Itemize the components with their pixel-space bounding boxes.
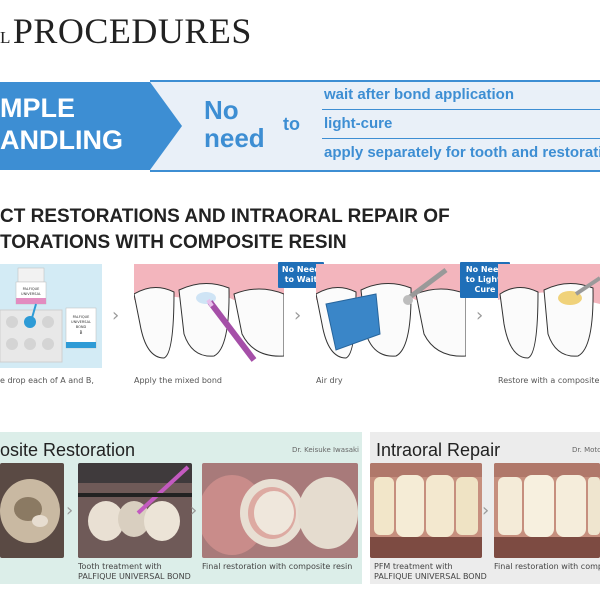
step-4-caption: Restore with a composite re (498, 376, 600, 385)
photo-tooth-treatment (78, 463, 192, 558)
chevron-right-icon: › (66, 500, 74, 521)
option-divider (322, 138, 600, 139)
step-4-illustration (498, 264, 600, 368)
intraoral-repair-title: Intraoral Repair (376, 440, 501, 460)
option-divider (322, 109, 600, 110)
section-title: CT RESTORATIONS AND INTRAORAL REPAIR OF T… (0, 204, 450, 256)
banner-bottom-rule (150, 170, 600, 172)
page-title-prefix: L (0, 28, 11, 47)
svg-text:UNIVERSAL: UNIVERSAL (71, 320, 91, 324)
banner-top-rule (150, 80, 600, 82)
step-1-illustration: PALFIQUE UNIVERSAL PALFIQUE UNIVERSAL BO… (0, 264, 102, 368)
option-wait: wait after bond application (324, 86, 515, 103)
no-need-line-2: need (204, 123, 265, 153)
step-1-caption: e drop each of A and B, (0, 376, 94, 385)
composite-restoration-title: osite Restoration (0, 440, 136, 460)
banner-label-line-2: ANDLING (0, 125, 123, 155)
to-text: to (283, 114, 300, 134)
page-title-text: PROCEDURES (12, 11, 252, 51)
no-need-line-1: No (204, 95, 239, 125)
page-title: LPROCEDURES (0, 10, 252, 52)
chevron-right-icon: › (190, 500, 198, 521)
composite-restoration-doctor: Dr. Keisuke Iwasaki (292, 446, 360, 454)
photo-pfm-treatment (370, 463, 482, 558)
intraoral-repair-doctor: Dr. Motoh (572, 446, 600, 454)
banner-options-background (150, 82, 600, 170)
chevron-right-icon: › (112, 305, 120, 326)
pfm-treatment-caption: PFM treatment with PALFIQUE UNIVERSAL BO… (374, 562, 487, 581)
photo-final-composite (202, 463, 358, 558)
step-3-illustration (316, 264, 466, 368)
option-light-cure: light-cure (324, 115, 393, 132)
photo-final-repair (494, 463, 600, 558)
svg-text:B: B (80, 330, 83, 335)
final-composite-caption: Final restoration with composite resin (202, 562, 353, 571)
step-2-illustration (134, 264, 284, 368)
chevron-right-icon: › (482, 500, 490, 521)
tooth-treatment-caption: Tooth treatment with PALFIQUE UNIVERSAL … (78, 562, 191, 581)
photo-cavity (0, 463, 64, 558)
banner-label-line-1: MPLE (0, 93, 76, 123)
step-2-caption: Apply the mixed bond (134, 376, 222, 385)
svg-text:BOND: BOND (76, 325, 87, 329)
svg-text:UNIVERSAL: UNIVERSAL (21, 292, 41, 296)
svg-text:PALFIQUE: PALFIQUE (23, 287, 40, 291)
section-title-line-1: CT RESTORATIONS AND INTRAORAL REPAIR OF (0, 206, 450, 227)
final-repair-caption: Final restoration with compo (494, 562, 600, 571)
step-3-caption: Air dry (316, 376, 343, 385)
chevron-right-icon: › (294, 305, 302, 326)
chevron-right-icon: › (476, 305, 484, 326)
section-title-line-2: TORATIONS WITH COMPOSITE RESIN (0, 232, 347, 253)
svg-text:PALFIQUE: PALFIQUE (73, 315, 90, 319)
option-apply-separately: apply separately for tooth and restorati… (324, 144, 600, 161)
